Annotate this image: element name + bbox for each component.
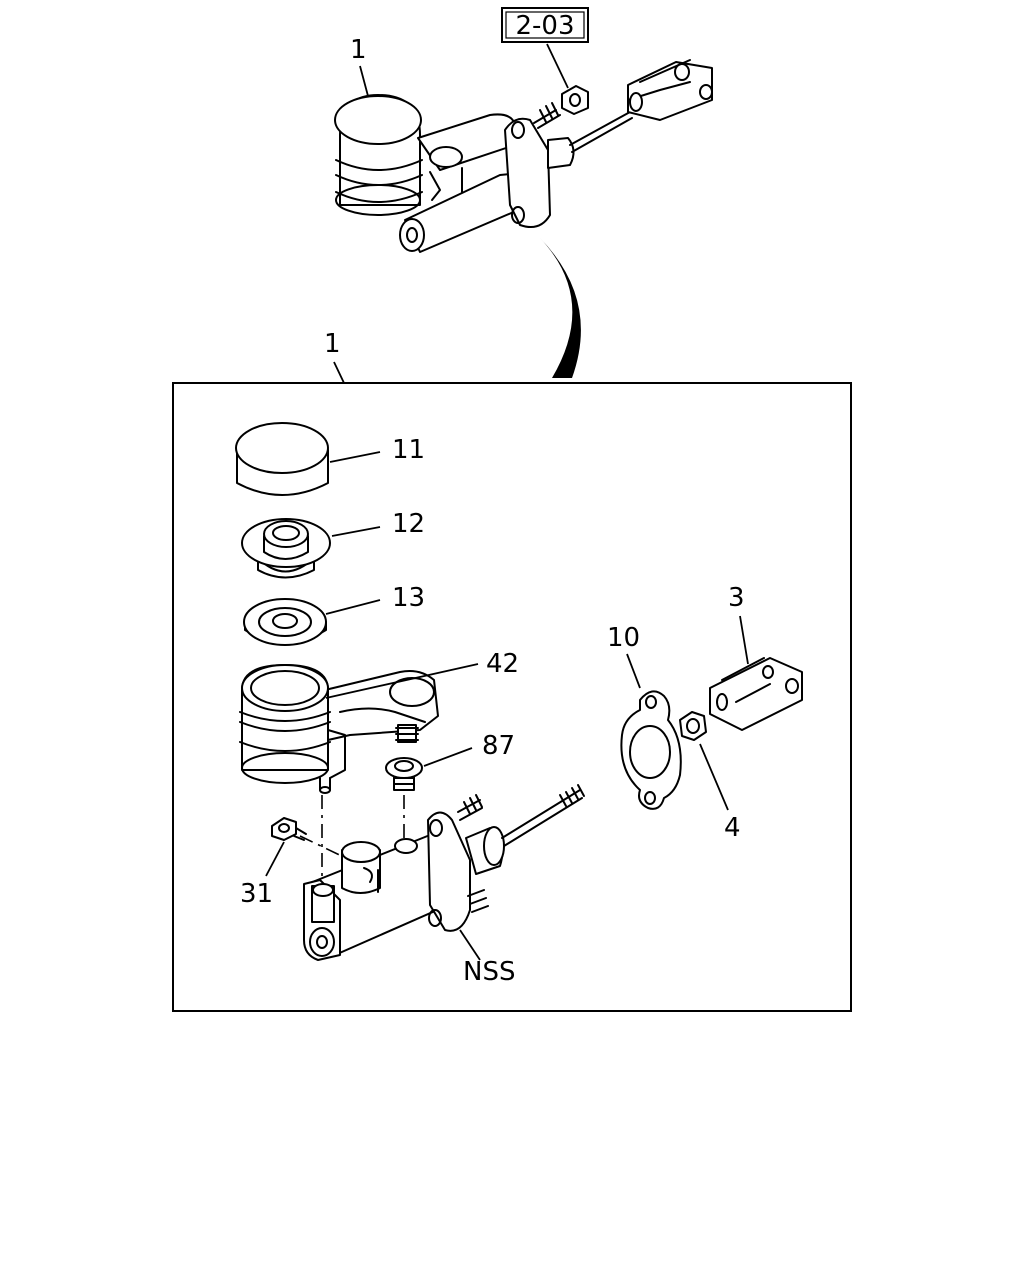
callout-4: 4: [724, 813, 741, 843]
reference-box: 2-03: [501, 7, 589, 89]
callout-42: 42: [486, 649, 519, 679]
nut-ref-2-03: [561, 85, 589, 115]
reference-box-label: 2-03: [515, 11, 574, 41]
callout-nss: NSS: [463, 957, 515, 987]
callout-10: 10: [607, 623, 640, 653]
part-87-grommet: [385, 757, 423, 791]
callout-1-box: 1: [324, 329, 341, 359]
callout-31: 31: [240, 879, 273, 909]
callout-3: 3: [728, 583, 745, 613]
part-13-plate: [243, 598, 327, 646]
callout-13: 13: [392, 583, 425, 613]
assembled-master-cylinder: [334, 59, 713, 253]
reservoir-assembled: [334, 94, 423, 216]
callout-12: 12: [392, 509, 425, 539]
part-10-gasket: [620, 690, 682, 810]
clevis-assembled: [627, 59, 713, 121]
callout-1-top: 1: [350, 35, 367, 65]
part-11-cap: [235, 422, 329, 496]
curved-arrow: [540, 238, 581, 378]
part-42-reservoir: [239, 664, 439, 794]
exploded-view-frame: [172, 382, 852, 1012]
callout-11: 11: [392, 435, 425, 465]
part-3-clevis: [709, 657, 803, 731]
callout-87: 87: [482, 731, 515, 761]
part-4-nut: [679, 711, 707, 741]
part-12-diaphragm: [241, 518, 331, 579]
part-31-bolt: [271, 817, 307, 841]
part-nss-cylinder-body: [303, 784, 585, 961]
